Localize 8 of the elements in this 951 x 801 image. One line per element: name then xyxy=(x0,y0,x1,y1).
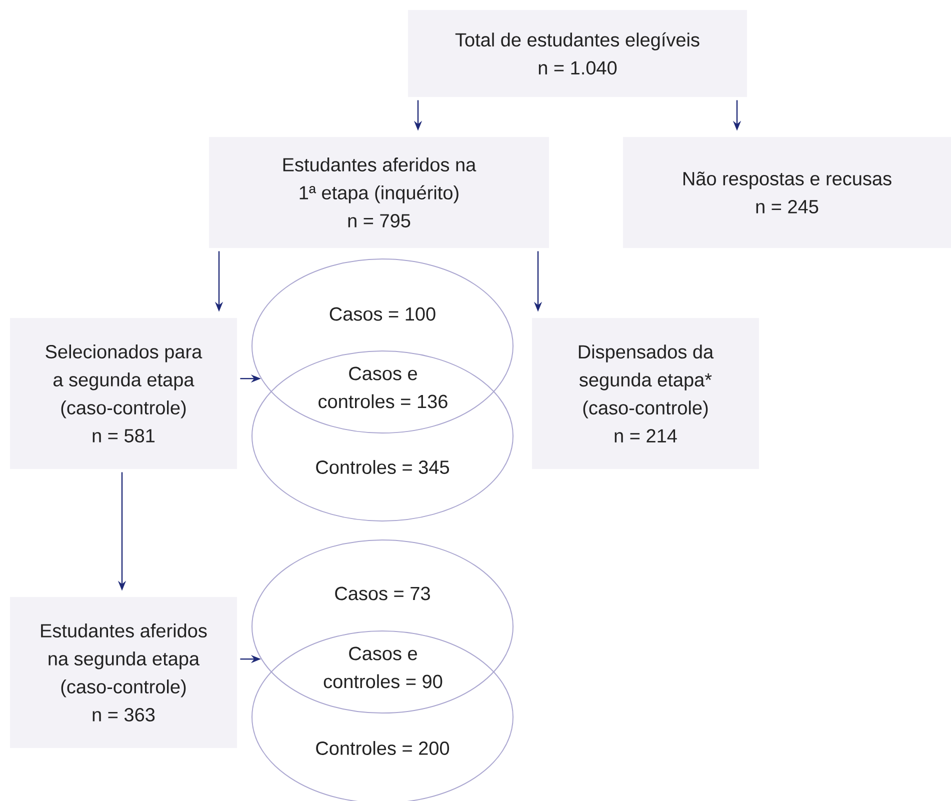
process-box: Estudantes aferidos na 1ª etapa (inquérito) n = 795 xyxy=(209,137,549,248)
process-box: Selecionados para a segunda etapa (caso-controle) n = 581 xyxy=(10,318,237,469)
overlap-label: Casos e controles = 90 xyxy=(324,646,442,688)
process-box: Não respostas e recusas n = 245 xyxy=(623,137,951,248)
overlap-label: Casos e controles = 136 xyxy=(318,366,448,408)
process-box: Total de estudantes elegíveis n = 1.040 xyxy=(408,10,747,97)
process-box: Dispensados da segunda etapa* (caso-controle) n = 214 xyxy=(532,318,759,469)
process-box: Estudantes aferidos na segunda etapa (caso-controle) n = 363 xyxy=(10,597,237,748)
